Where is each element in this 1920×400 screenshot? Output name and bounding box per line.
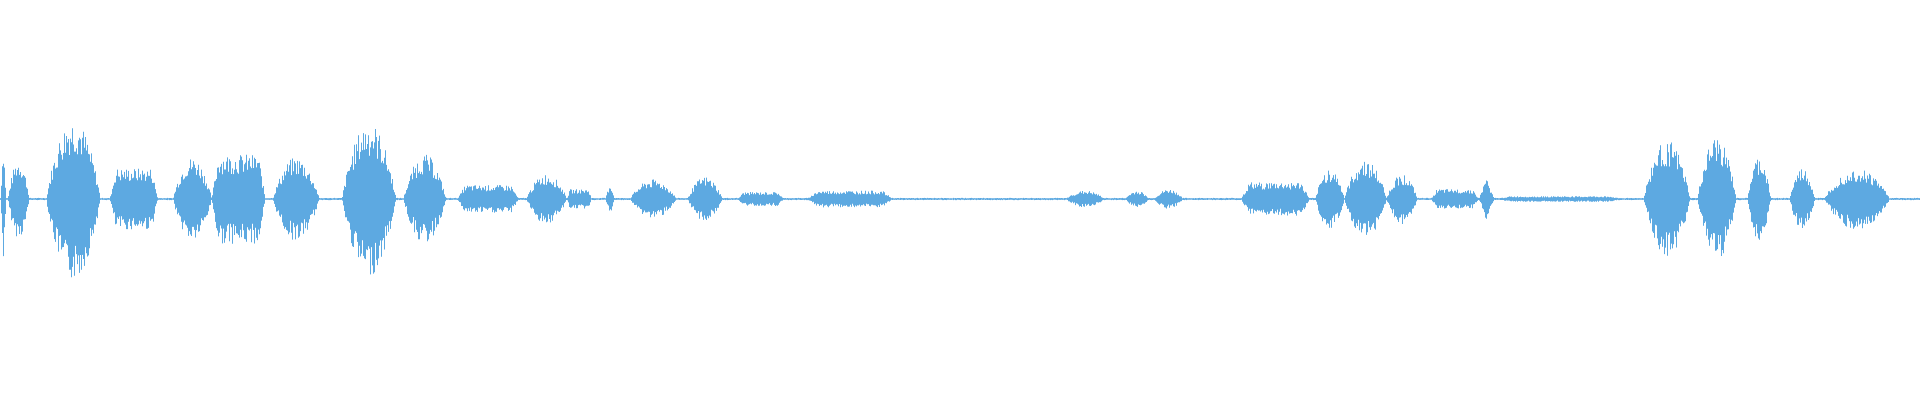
waveform-path xyxy=(0,128,1920,278)
waveform-samples xyxy=(0,128,1920,278)
